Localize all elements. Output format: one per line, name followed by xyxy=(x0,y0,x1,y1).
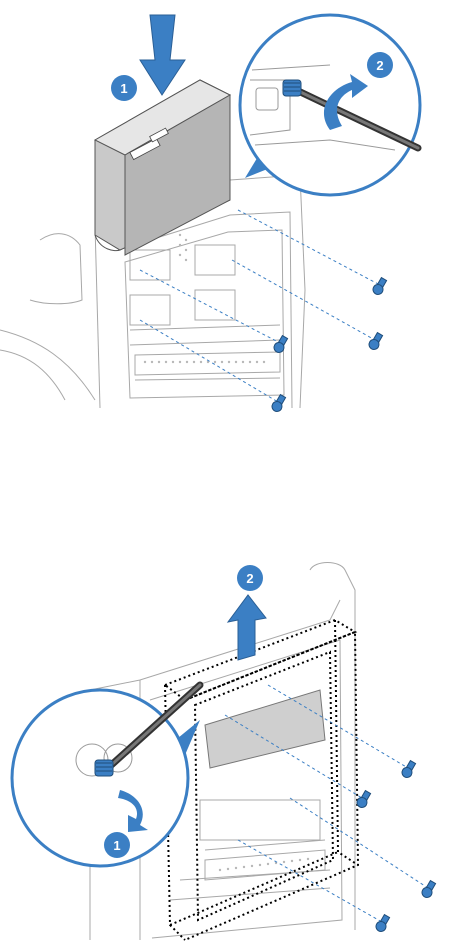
callout-step-2: 2 xyxy=(237,565,263,591)
screws xyxy=(270,277,388,414)
screw-guides xyxy=(140,210,380,402)
magnified-detail: 1 xyxy=(12,685,200,866)
install-drive-illustration: 1 2 xyxy=(0,0,460,420)
screw xyxy=(283,80,301,96)
storage-drive xyxy=(95,80,230,255)
callout-step-1: 1 xyxy=(111,75,137,101)
insert-arrow xyxy=(140,15,185,95)
install-drive-diagram: 1 2 xyxy=(0,0,460,420)
drive-bay xyxy=(205,690,325,768)
magnified-detail: 2 xyxy=(240,15,420,195)
remove-bracket-illustration: 2 1 xyxy=(0,540,460,947)
callout-step-1: 1 xyxy=(104,832,130,858)
remove-bracket-diagram: 2 1 xyxy=(0,540,460,947)
callout-label: 1 xyxy=(120,81,127,96)
callout-label: 1 xyxy=(113,838,120,853)
callout-label: 2 xyxy=(376,58,383,73)
callout-label: 2 xyxy=(246,571,253,586)
callout-step-2: 2 xyxy=(367,52,393,78)
screws xyxy=(355,760,437,934)
vent-holes xyxy=(219,858,309,871)
screw xyxy=(95,760,113,776)
